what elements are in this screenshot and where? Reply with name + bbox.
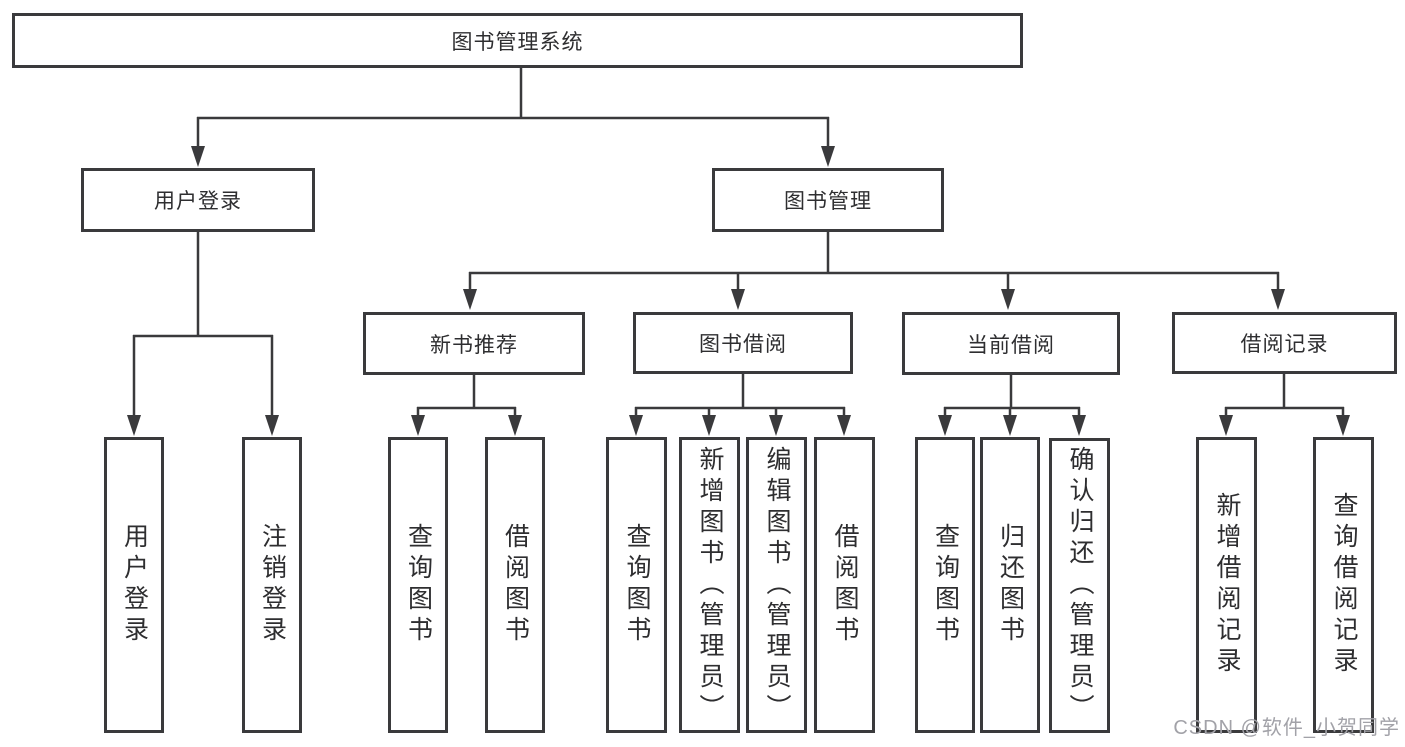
node-book-borrow: 图书借阅	[633, 312, 853, 374]
leaf-confirm-return-admin: 确认归还（管理员）	[1049, 438, 1110, 733]
leaf-add-borrow-record: 新增借阅记录	[1196, 437, 1257, 733]
connectors-root-to-level2	[191, 67, 835, 167]
node-root: 图书管理系统	[12, 13, 1023, 68]
leaf-query-books-current: 查询图书	[915, 437, 975, 733]
node-book-mgmt: 图书管理	[712, 168, 944, 232]
node-book-mgmt-label: 图书管理	[784, 190, 872, 213]
leaf-borrow-books: 借阅图书	[814, 437, 875, 733]
leaf-logout-label: 注销登录	[258, 523, 287, 647]
node-new-book-rec-label: 新书推荐	[430, 333, 518, 357]
csdn-watermark: CSDN @软件_小贺同学	[1173, 717, 1400, 739]
node-user-login: 用户登录	[81, 168, 315, 232]
node-current-borrow-label: 当前借阅	[967, 333, 1055, 357]
leaf-query-borrow-record-label: 查询借阅记录	[1330, 492, 1358, 678]
node-user-login-label: 用户登录	[154, 190, 242, 213]
node-root-label: 图书管理系统	[451, 30, 584, 54]
node-new-book-rec: 新书推荐	[363, 312, 585, 375]
leaf-confirm-return-admin-label: 确认归还（管理员）	[1066, 446, 1094, 725]
connectors-borrow-records	[1219, 374, 1350, 436]
leaf-add-books-admin-label: 新增图书（管理员）	[696, 445, 724, 725]
connectors-book-mgmt	[463, 232, 1285, 310]
node-borrow-records-label: 借阅记录	[1240, 333, 1329, 356]
leaf-query-books-current-label: 查询图书	[931, 523, 960, 647]
leaf-borrow-books-rec: 借阅图书	[485, 437, 545, 733]
connectors-user-login	[127, 232, 279, 436]
node-current-borrow: 当前借阅	[902, 312, 1120, 375]
leaf-add-books-admin: 新增图书（管理员）	[679, 437, 740, 733]
leaf-return-books-label: 归还图书	[996, 523, 1025, 647]
leaf-borrow-books-rec-label: 借阅图书	[501, 523, 530, 647]
leaf-return-books: 归还图书	[980, 437, 1040, 733]
connectors-book-borrow	[629, 374, 851, 436]
leaf-query-books-rec: 查询图书	[388, 437, 448, 733]
connectors-new-book-rec	[411, 375, 522, 436]
leaf-borrow-books-label: 借阅图书	[831, 523, 859, 647]
leaf-user-login-label: 用户登录	[120, 523, 149, 647]
leaf-add-borrow-record-label: 新增借阅记录	[1213, 492, 1241, 678]
leaf-query-books-borrow: 查询图书	[606, 437, 667, 733]
node-book-borrow-label: 图书借阅	[699, 333, 787, 356]
leaf-edit-books-admin-label: 编辑图书（管理员）	[763, 445, 791, 725]
leaf-edit-books-admin: 编辑图书（管理员）	[746, 437, 807, 733]
leaf-query-borrow-record: 查询借阅记录	[1313, 437, 1374, 733]
node-borrow-records: 借阅记录	[1172, 312, 1397, 374]
leaf-query-books-rec-label: 查询图书	[404, 523, 433, 647]
connectors-current-borrow	[938, 375, 1086, 436]
leaf-user-login: 用户登录	[104, 437, 164, 733]
leaf-query-books-borrow-label: 查询图书	[623, 523, 651, 647]
leaf-logout: 注销登录	[242, 437, 302, 733]
